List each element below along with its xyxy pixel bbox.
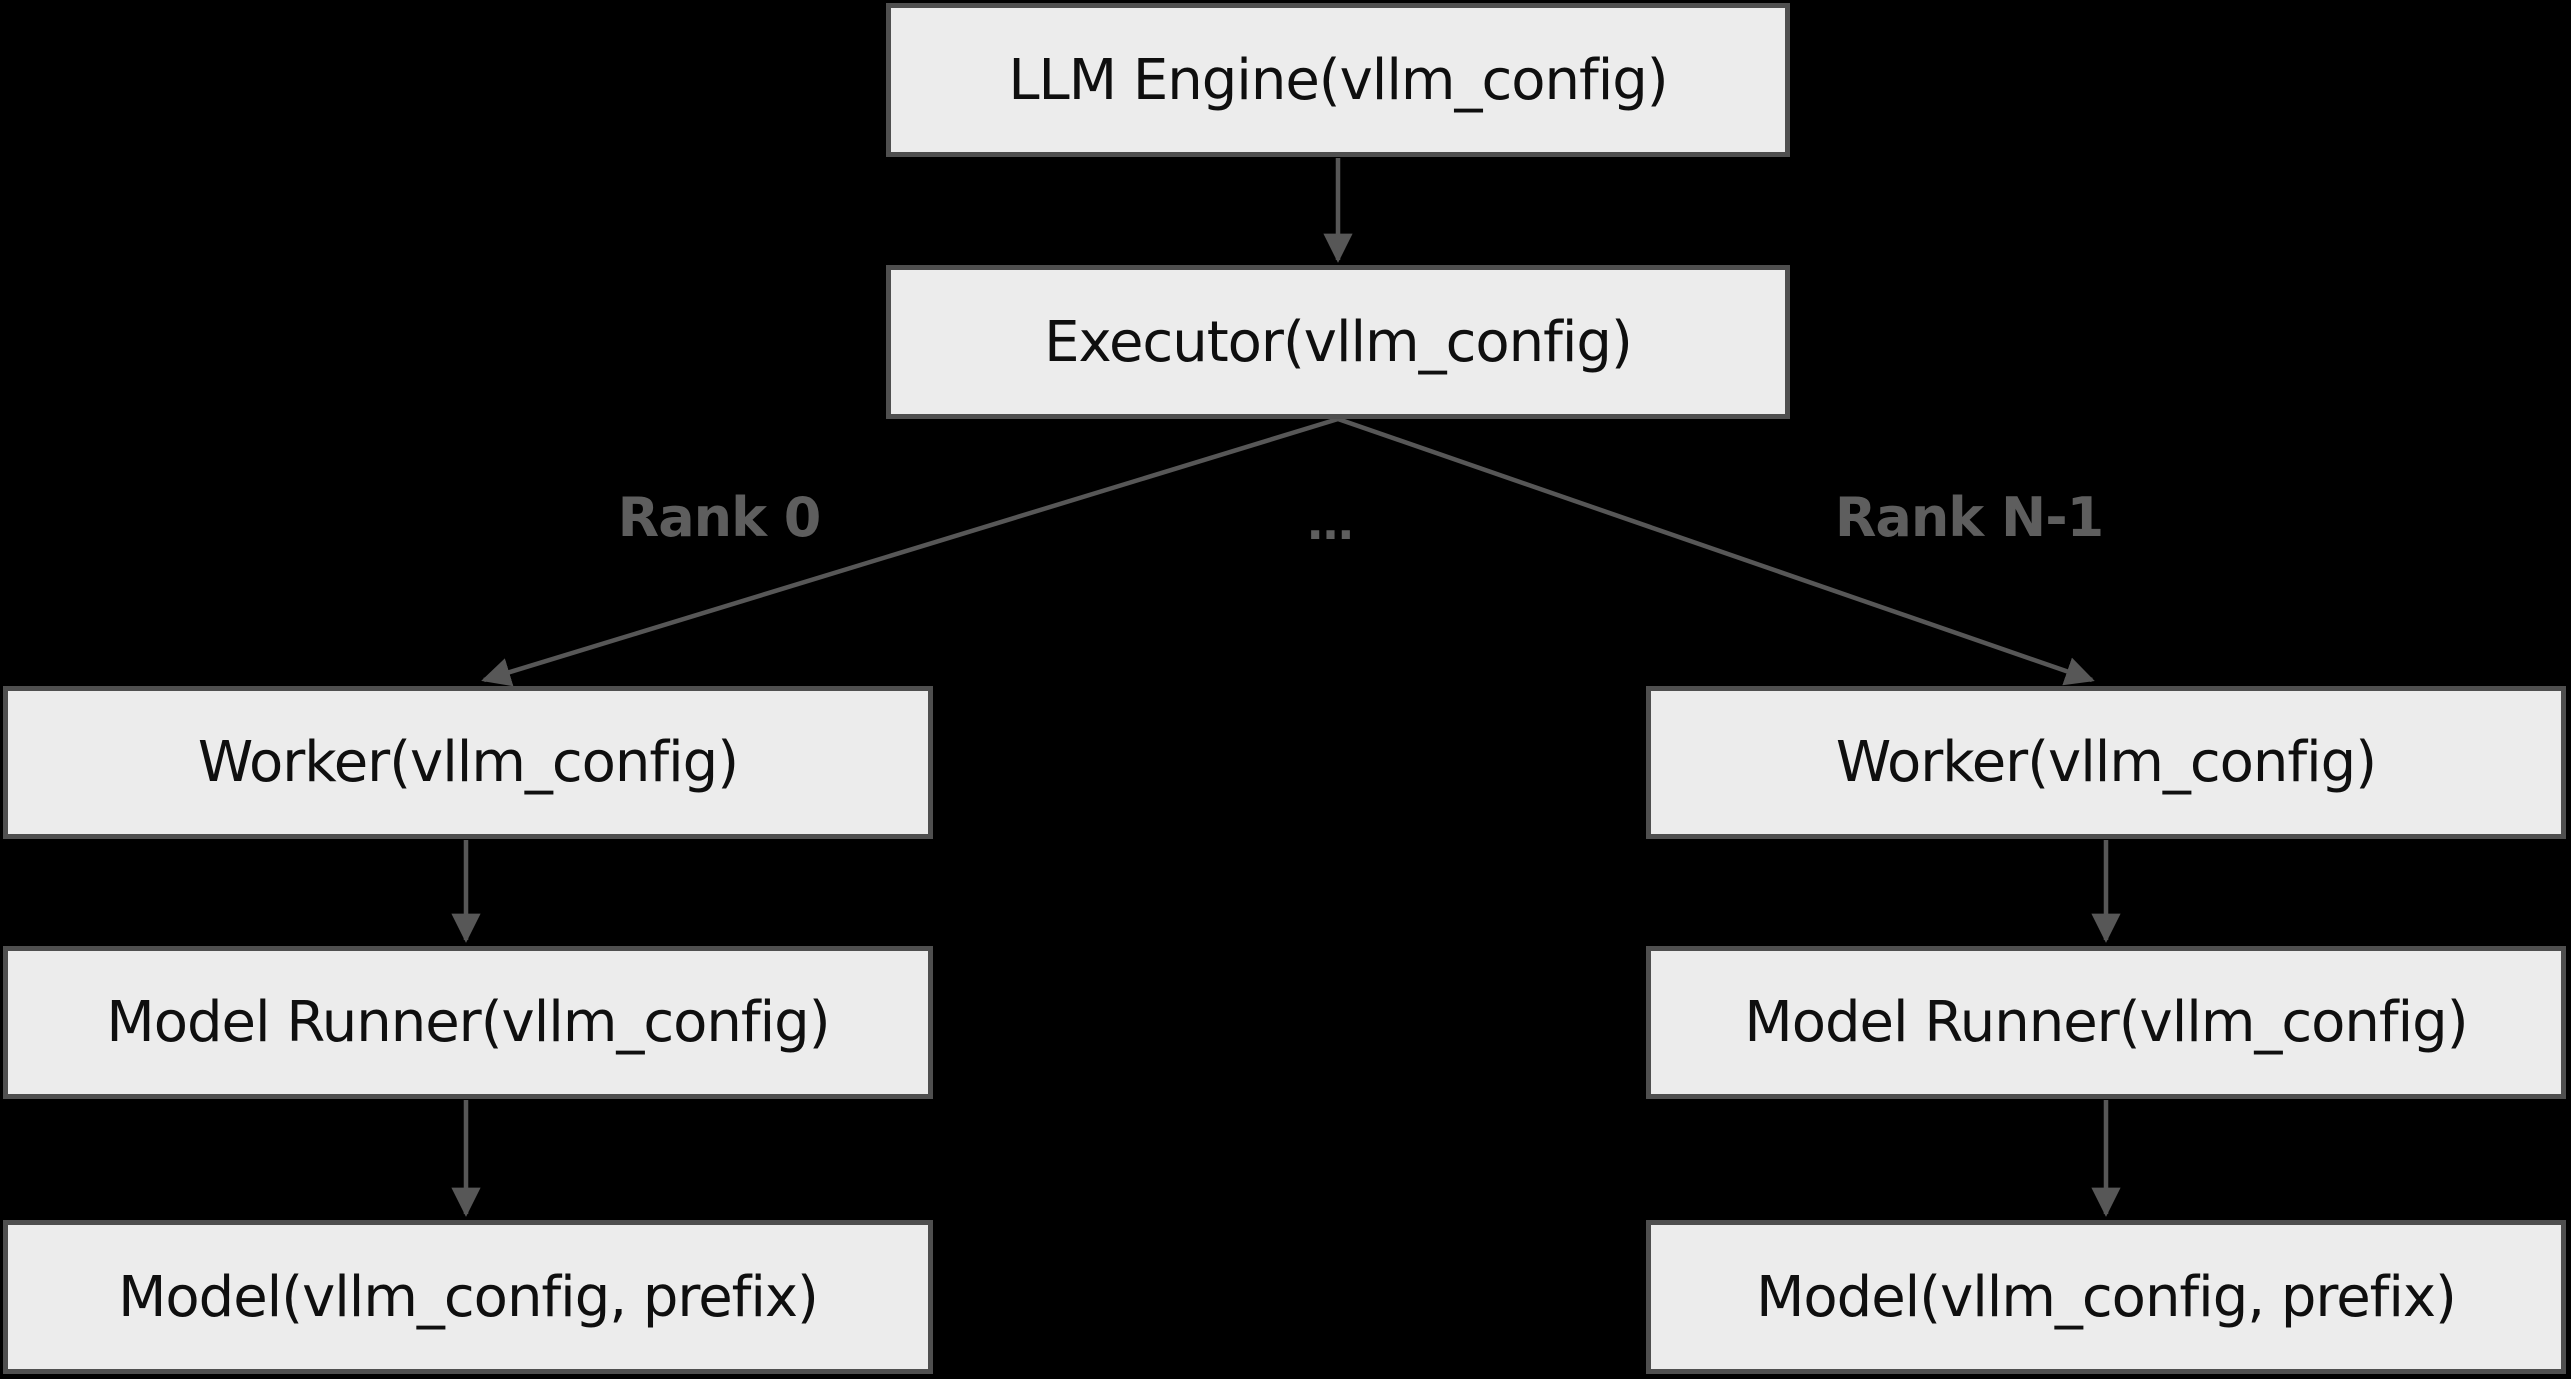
node-worker-rankn1: Worker(vllm_config) xyxy=(1646,686,2566,839)
node-executor: Executor(vllm_config) xyxy=(886,265,1790,419)
node-model-rankn1: Model(vllm_config, prefix) xyxy=(1646,1220,2566,1374)
edge-label-rank-0: Rank 0 xyxy=(617,486,822,549)
node-llm-engine: LLM Engine(vllm_config) xyxy=(886,3,1790,157)
edge-label-ellipsis: … xyxy=(1307,496,1354,550)
node-model-runner-rank0: Model Runner(vllm_config) xyxy=(3,946,933,1099)
node-model-rank0: Model(vllm_config, prefix) xyxy=(3,1220,933,1374)
edge-executor-to-worker-rankn1 xyxy=(1337,416,2095,686)
node-worker-rank0: Worker(vllm_config) xyxy=(3,686,933,839)
edge-executor-to-worker-rank0 xyxy=(481,416,1339,687)
edge-label-rank-n-1: Rank N-1 xyxy=(1834,486,2104,549)
node-model-runner-rankn1: Model Runner(vllm_config) xyxy=(1646,946,2566,1099)
